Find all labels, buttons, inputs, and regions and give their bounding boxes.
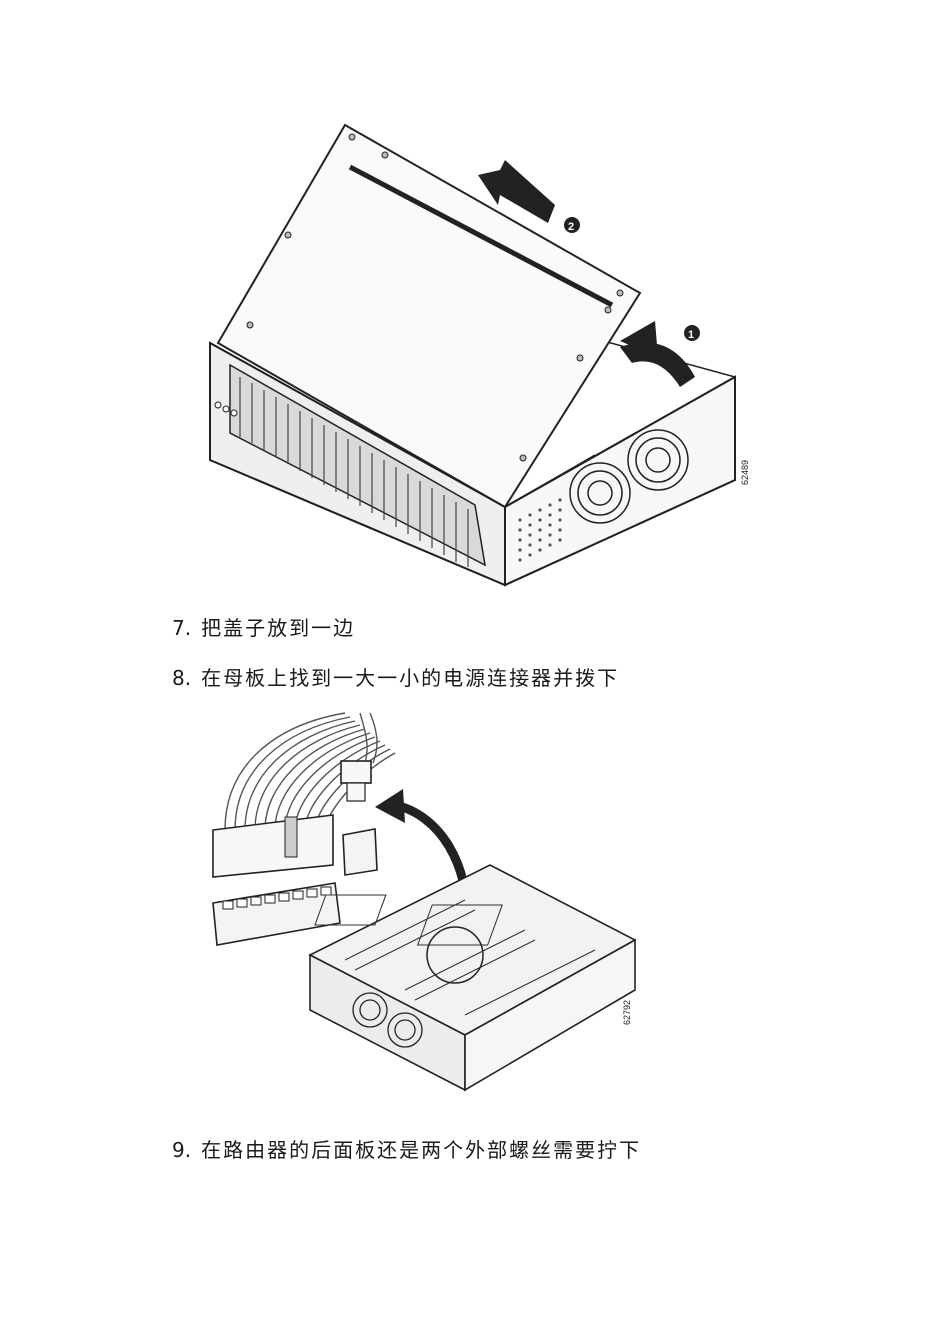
- svg-text:1: 1: [688, 329, 694, 341]
- step-9: 9. 在路由器的后面板还是两个外部螺丝需要拧下: [172, 1134, 641, 1163]
- figure-id-label: 62489: [740, 460, 750, 485]
- step-7: 7. 把盖子放到一边: [172, 612, 355, 641]
- step-text: 在路由器的后面板还是两个外部螺丝需要拧下: [201, 1138, 642, 1162]
- power-connector-illustration: 62792: [205, 705, 645, 1095]
- step-number: 7.: [172, 616, 192, 640]
- step-8: 8. 在母板上找到一大一小的电源连接器并拨下: [172, 662, 619, 691]
- svg-text:2: 2: [568, 221, 574, 233]
- step-text: 在母板上找到一大一小的电源连接器并拨下: [201, 666, 620, 690]
- step-number: 9.: [172, 1138, 192, 1162]
- fan-icon: [569, 429, 689, 524]
- step-text: 把盖子放到一边: [201, 616, 356, 640]
- cover-removal-illustration: 2 1 62489: [200, 115, 760, 590]
- figure-id-label: 62792: [622, 1000, 632, 1025]
- step-number: 8.: [172, 666, 192, 690]
